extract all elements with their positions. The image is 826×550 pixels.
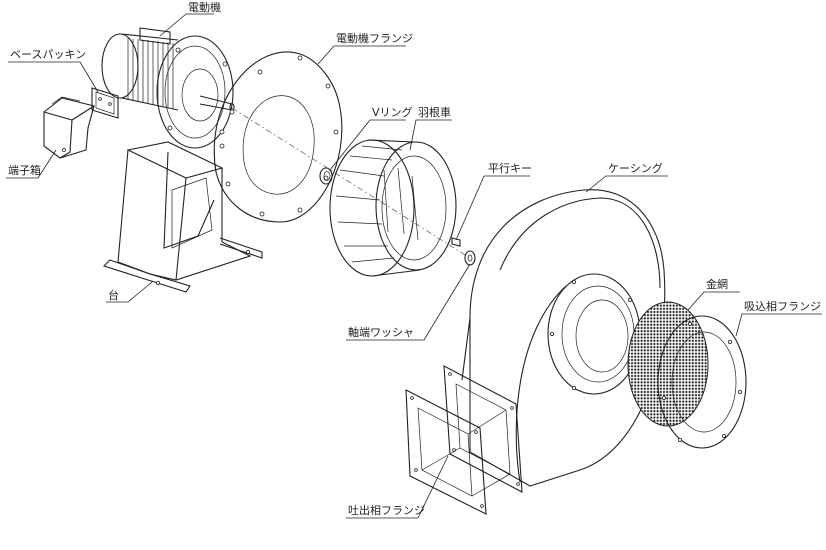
- inlet-flange-leader: [735, 313, 822, 337]
- inlet-flange-part: [657, 315, 747, 449]
- motor-part: [101, 27, 235, 149]
- label-inlet-flange: 吸込相フランジ: [744, 300, 821, 313]
- outlet-flange-part: [405, 365, 523, 515]
- label-terminal-box: 端子箱: [8, 163, 41, 177]
- label-base-packing: ベースパッキン: [10, 48, 86, 61]
- base-packing-part: [91, 87, 119, 119]
- label-v-ring: Vリング: [372, 105, 413, 119]
- impeller-blades: [335, 145, 419, 263]
- impeller-leader: [409, 119, 452, 151]
- shaft-washer-part: [464, 250, 476, 266]
- base-packing-leader: [8, 61, 99, 93]
- v-ring-leader: [329, 119, 406, 171]
- motor-flange-part: [213, 51, 343, 223]
- label-wire-mesh: 金網: [706, 277, 728, 291]
- terminal-box-part: [43, 96, 95, 159]
- parallel-key-leader: [455, 175, 530, 241]
- label-impeller: 羽根車: [418, 105, 451, 119]
- impeller-part: [329, 139, 457, 277]
- label-motor: 電動機: [188, 0, 221, 14]
- stand-part: [102, 141, 263, 293]
- label-shaft-washer: 軸端ワッシャ: [348, 325, 414, 339]
- label-motor-flange: 電動機フランジ: [336, 31, 413, 45]
- wire-mesh-leader: [687, 291, 740, 311]
- motor-flange-leader: [317, 45, 406, 65]
- label-parallel-key: 平行キー: [488, 162, 532, 175]
- v-ring-part: [319, 167, 333, 185]
- terminal-box-leader: [6, 149, 57, 179]
- shaft-washer-leader: [346, 263, 471, 341]
- motor-fins: [127, 38, 174, 109]
- outlet-flange-leader: [346, 455, 449, 519]
- label-casing: ケーシング: [608, 161, 663, 175]
- label-stand: 台: [108, 288, 119, 302]
- casing-leader: [585, 175, 668, 193]
- assembly-centerline: [231, 107, 471, 259]
- label-outlet-flange: 吐出相フランジ: [348, 503, 425, 517]
- parallel-key-part: [451, 237, 461, 247]
- motor-leader: [159, 13, 214, 37]
- wire-mesh-part: [627, 301, 709, 427]
- casing-part: [461, 189, 666, 487]
- stand-leader: [106, 281, 153, 303]
